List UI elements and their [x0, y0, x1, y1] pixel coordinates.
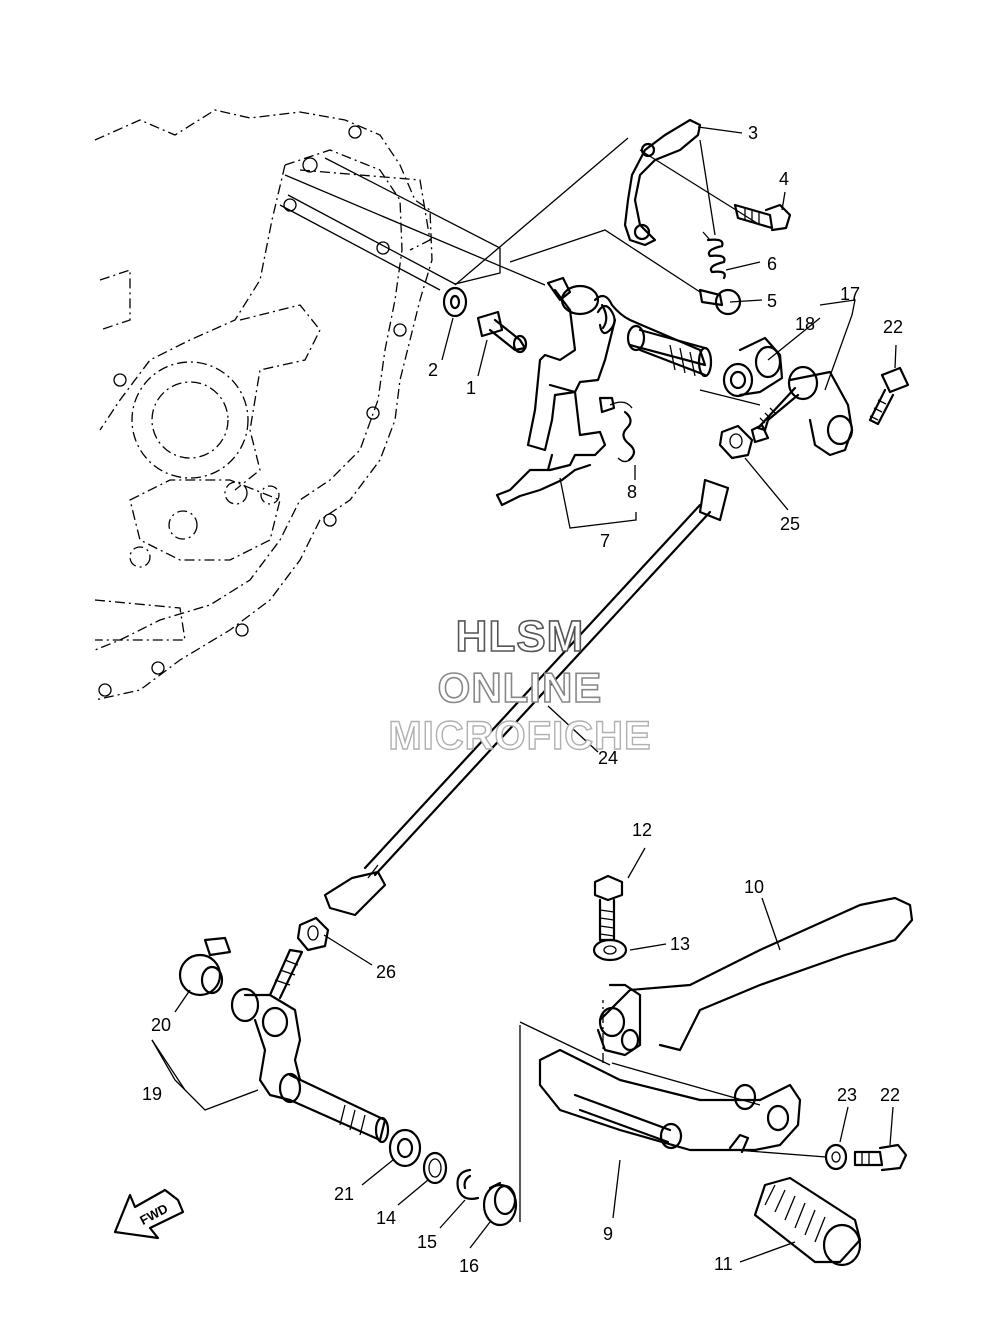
- stopper-lever-part-3: [623, 118, 702, 247]
- oil-seal-part-21: [388, 1128, 422, 1168]
- callout-8: 8: [627, 482, 637, 502]
- callout-22-upper: 22: [883, 317, 903, 337]
- callout-25: 25: [780, 514, 800, 534]
- callout-18: 18: [795, 314, 815, 334]
- callout-labels: 1 2 3 4 5 6 7 8 9 10 11 12 13 14 15 16 1…: [142, 123, 903, 1276]
- callout-9: 9: [603, 1224, 613, 1244]
- pedal-rubber-part-11: [753, 1176, 862, 1267]
- callout-10: 10: [744, 877, 764, 897]
- shift-arm-part-19: [230, 948, 390, 1144]
- callout-24: 24: [598, 748, 618, 768]
- washer-part-14: [422, 1151, 448, 1185]
- shift-rod-part-24: [323, 478, 730, 917]
- bolt-part-4: [733, 203, 792, 232]
- watermark-line-2: ONLINE: [437, 663, 603, 712]
- callout-13: 13: [670, 934, 690, 954]
- fwd-label: FWD: [137, 1201, 170, 1228]
- nut-part-26: [296, 916, 330, 952]
- fwd-arrow-icon: FWD: [113, 1188, 185, 1240]
- callout-2: 2: [428, 360, 438, 380]
- callout-15: 15: [417, 1232, 437, 1252]
- bushing-part-16: [482, 1181, 518, 1227]
- callout-7: 7: [600, 531, 610, 551]
- spring-part-6: [702, 231, 726, 280]
- callout-16: 16: [459, 1256, 479, 1276]
- watermark-line-1: HLSM: [455, 611, 585, 662]
- callout-23: 23: [837, 1085, 857, 1105]
- circlip-part-15: [456, 1168, 480, 1200]
- callout-12: 12: [632, 820, 652, 840]
- washer-part-23: [824, 1143, 848, 1171]
- leader-lines: [151, 126, 897, 1263]
- callout-14: 14: [376, 1208, 396, 1228]
- heel-pedal-part-9: [538, 1048, 802, 1154]
- callout-17: 17: [840, 284, 860, 304]
- callout-1: 1: [466, 378, 476, 398]
- crankcase-cover: [94, 109, 433, 701]
- callout-4: 4: [779, 169, 789, 189]
- callout-19: 19: [142, 1084, 162, 1104]
- shift-shaft-assembly: [495, 276, 713, 507]
- callout-20: 20: [151, 1015, 171, 1035]
- bolt-part-22-lower: [853, 1143, 908, 1172]
- shift-arm-part-17: [750, 365, 854, 457]
- bolt-part-12: [593, 874, 624, 942]
- callout-22-lower: 22: [880, 1085, 900, 1105]
- washer-part-2: [442, 286, 468, 318]
- stopper-bolt-part-1: [476, 310, 528, 354]
- callout-5: 5: [767, 291, 777, 311]
- callout-6: 6: [767, 254, 777, 274]
- shift-pedal-part-10: [596, 896, 914, 1057]
- washer-part-13: [592, 938, 628, 962]
- nut-part-25: [718, 424, 754, 460]
- reference-lines: [279, 137, 827, 1222]
- callout-21: 21: [334, 1184, 354, 1204]
- rod-end-part-18: [722, 336, 784, 398]
- joint-part-20: [178, 936, 232, 997]
- callout-26: 26: [376, 962, 396, 982]
- callout-11: 11: [714, 1254, 733, 1274]
- watermark-line-3: MICROFICHE: [388, 713, 652, 758]
- callout-3: 3: [748, 123, 758, 143]
- bolt-part-22-upper: [868, 366, 910, 426]
